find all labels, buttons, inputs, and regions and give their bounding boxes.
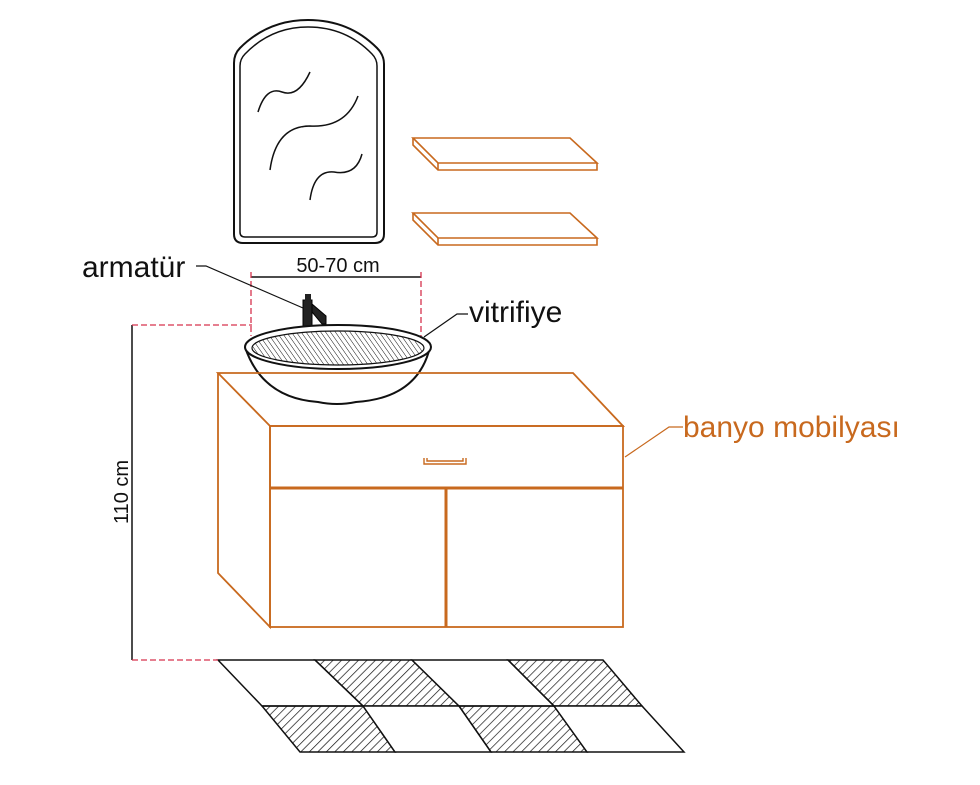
cabinet-label: banyo mobilyası (683, 411, 900, 444)
cabinet-side (217, 373, 271, 630)
faucet-handle (305, 294, 311, 301)
shelf-lower (411, 212, 600, 246)
faucet-leader-line (196, 265, 304, 309)
basin (244, 324, 432, 405)
width-dimension-label: 50-70 cm (296, 255, 379, 277)
faucet (302, 294, 327, 327)
basin-interior (251, 330, 425, 366)
floor-tiles (216, 659, 686, 753)
cabinet (215, 372, 626, 630)
cabinet-leader-line (624, 426, 683, 458)
faucet-body (302, 299, 313, 327)
height-dimension-label: 110 cm (111, 460, 133, 524)
drawer-handle (423, 458, 467, 465)
faucet-callout: armatür (82, 251, 304, 309)
faucet-spout (311, 302, 327, 325)
basin-callout: vitrifiye (423, 296, 562, 338)
mirror-reflection-line (309, 153, 363, 201)
mirror-inner-frame (239, 26, 378, 238)
floor-tile (552, 705, 686, 753)
mirror-reflection-line (269, 95, 359, 171)
height-dimension: 110 cm (111, 324, 252, 661)
shelf-upper (411, 137, 600, 171)
mirror (233, 18, 385, 244)
mirror-outer-frame (233, 18, 385, 244)
basin-leader-line (423, 313, 468, 338)
faucet-label: armatür (82, 251, 185, 284)
width-dimension: 50-70 cm (250, 255, 422, 336)
basin-label: vitrifiye (469, 296, 562, 329)
mirror-reflection-line (257, 71, 311, 113)
cabinet-callout: banyo mobilyası (624, 411, 900, 458)
